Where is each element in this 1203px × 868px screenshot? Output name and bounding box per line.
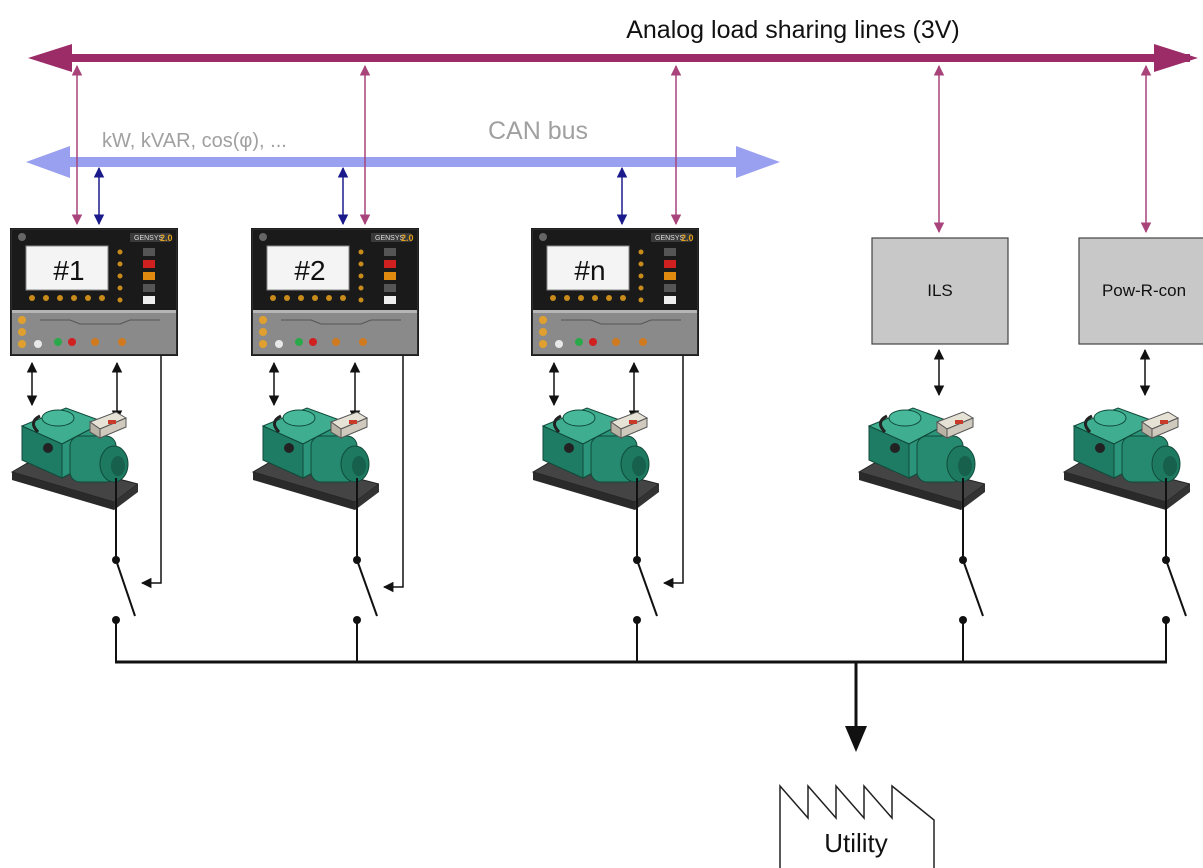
generator-breakers (115, 478, 1187, 662)
analog-bus-label: Analog load sharing lines (3V) (626, 16, 960, 44)
pow-r-con-device: Pow-R-con (1078, 237, 1203, 345)
analog-connectors (71, 64, 1152, 234)
factory-icon (779, 784, 935, 868)
utility-label: Utility (824, 828, 888, 858)
controller-2: #2 (251, 228, 419, 356)
generator-set-icon (1062, 406, 1190, 512)
controller-panel-icon (251, 228, 419, 356)
controller-1: #1 (10, 228, 178, 356)
controller-label: #n (574, 255, 605, 286)
common-busbar (115, 660, 1167, 728)
breaker-command-lines (140, 356, 684, 593)
ils-device: ILS (871, 237, 1009, 345)
circuit-breaker-icon (356, 478, 378, 662)
circuit-breaker-icon (1165, 478, 1187, 662)
controller-panel-icon (531, 228, 699, 356)
generator-set-icon (10, 406, 138, 512)
generator-set-icon (857, 406, 985, 512)
can-connectors (93, 166, 628, 226)
pow-r-con-label: Pow-R-con (1102, 281, 1186, 300)
utility-feed-arrow (845, 726, 867, 752)
generator-set-icon (531, 406, 659, 512)
can-bus-label: CAN bus (488, 117, 588, 145)
can-signals-label: kW, kVAR, cos(φ), ... (102, 130, 287, 152)
circuit-breaker-icon (636, 478, 658, 662)
controller-label: #1 (53, 255, 84, 286)
circuit-breaker-icon (962, 478, 984, 662)
can-bus (26, 146, 780, 178)
genset-control-connectors (26, 348, 1151, 422)
analog-load-sharing-bus (28, 44, 1198, 72)
generator-set-icon (251, 406, 379, 512)
utility-load: Utility (779, 784, 935, 868)
ils-label: ILS (927, 281, 953, 300)
controller-label: #2 (294, 255, 325, 286)
breaker-contact-dots (112, 556, 1170, 624)
controller-n: #n (531, 228, 699, 356)
controller-panel-icon (10, 228, 178, 356)
circuit-breaker-icon (115, 478, 136, 662)
